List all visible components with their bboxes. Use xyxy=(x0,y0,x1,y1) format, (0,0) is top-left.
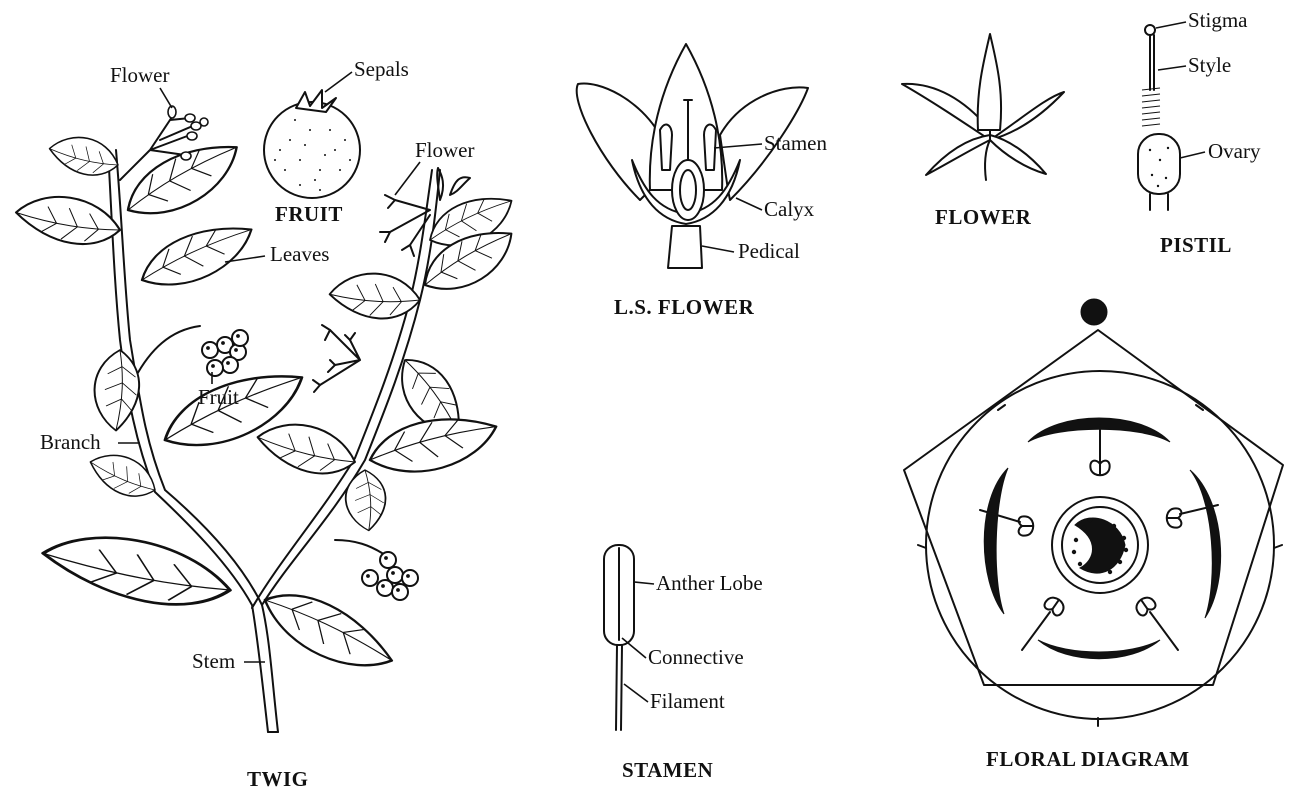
stamen-caption: STAMEN xyxy=(622,758,713,782)
pistil-style-label: Style xyxy=(1188,53,1231,77)
stamen-filament-pointer xyxy=(624,684,648,702)
stamen-illustration xyxy=(604,545,634,730)
stamen-anther-lobe-pointer xyxy=(634,582,654,584)
mother-axis-dot xyxy=(1081,299,1107,325)
twig-flower-pointer xyxy=(160,88,172,108)
twig-illustration xyxy=(12,106,524,732)
pistil-illustration xyxy=(1138,25,1180,210)
ls-flower-caption: L.S. FLOWER xyxy=(614,295,755,319)
twig-flower-right-pointer xyxy=(395,162,420,195)
ls-calyx-pointer xyxy=(736,198,762,210)
pistil-stigma-pointer xyxy=(1156,22,1186,28)
ls-calyx-label: Calyx xyxy=(764,197,815,221)
fruit-sepals-label: Sepals xyxy=(354,57,409,81)
twig-branch-label: Branch xyxy=(40,430,101,454)
twig-fruit-label: Fruit xyxy=(198,385,239,409)
pistil-ovary-pointer xyxy=(1180,152,1205,158)
fruit-illustration xyxy=(264,90,360,198)
flower-caption: FLOWER xyxy=(935,205,1032,229)
stamen-filament-label: Filament xyxy=(650,689,725,713)
fruit-caption: FRUIT xyxy=(275,202,343,226)
stamen-connective-pointer xyxy=(622,638,646,658)
flower-illustration xyxy=(902,34,1064,180)
twig-caption: TWIG xyxy=(247,767,309,790)
pistil-caption: PISTIL xyxy=(1160,233,1232,257)
pistil-style-pointer xyxy=(1158,66,1186,70)
twig-flower-label: Flower xyxy=(110,63,170,87)
ls-stamen-label: Stamen xyxy=(764,131,827,155)
fruit-sepals-pointer xyxy=(325,72,352,92)
stamen-connective-label: Connective xyxy=(648,645,744,669)
ls-pedical-label: Pedical xyxy=(738,239,800,263)
ls-flower-illustration xyxy=(577,44,808,268)
twig-flower-right-label: Flower xyxy=(415,138,475,162)
ls-pedical-pointer xyxy=(702,246,734,252)
pistil-stigma-label: Stigma xyxy=(1188,8,1248,32)
floral-diagram-illustration xyxy=(904,299,1283,726)
twig-leaves-label: Leaves xyxy=(270,242,329,266)
floral-diagram-caption: FLORAL DIAGRAM xyxy=(986,747,1190,771)
pistil-ovary-label: Ovary xyxy=(1208,139,1261,163)
stamen-anther-lobe-label: Anther Lobe xyxy=(656,571,763,595)
twig-stem-label: Stem xyxy=(192,649,235,673)
